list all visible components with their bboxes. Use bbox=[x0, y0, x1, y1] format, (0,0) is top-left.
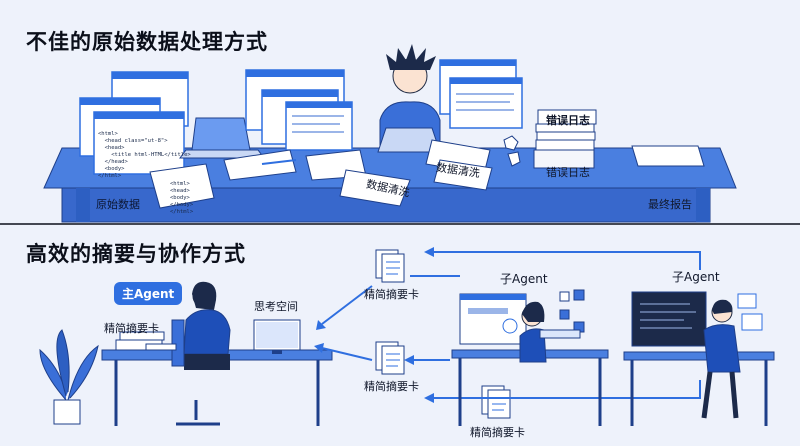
raw-data-label: 原始数据 bbox=[96, 198, 140, 211]
summary-card-stack bbox=[115, 331, 177, 351]
browser-windows-center bbox=[245, 69, 353, 151]
code-line: <head class="ut-8"> bbox=[98, 138, 168, 144]
sub-agent-left-label: 子Agent bbox=[500, 272, 548, 286]
potted-plant bbox=[39, 329, 99, 425]
summary-doc-icon-bottom bbox=[481, 385, 511, 419]
sub-agent-left-desk bbox=[451, 289, 609, 426]
summary-card-main-label: 精简摘要卡 bbox=[104, 322, 159, 335]
browser-windows-left bbox=[79, 71, 189, 175]
code-line: <body> bbox=[170, 195, 190, 201]
code-line: <title html-HTML</title> bbox=[98, 152, 191, 158]
summary-card-top-label: 精简摘要卡 bbox=[364, 288, 419, 301]
summary-card-bottom-label: 精简摘要卡 bbox=[470, 426, 525, 439]
error-log-stack bbox=[533, 109, 597, 169]
final-report-paper bbox=[631, 145, 705, 167]
stressed-person bbox=[377, 44, 441, 153]
small-note-snippet: <html> <head> <body> </body> </html> bbox=[170, 174, 193, 216]
code-line: <head> bbox=[98, 145, 125, 151]
html-code-snippet: <html> <head class="ut-8"> <head> <title… bbox=[98, 124, 191, 180]
main-agent-person bbox=[171, 281, 231, 426]
error-log-stack-label: 错误日志 bbox=[546, 114, 590, 127]
bottom-section-title: 高效的摘要与协作方式 bbox=[26, 242, 246, 266]
main-monitor bbox=[253, 319, 301, 354]
code-line: </body> bbox=[170, 202, 194, 208]
code-line: <html> bbox=[98, 131, 118, 137]
code-line: </html> bbox=[170, 209, 194, 215]
code-line: <body> bbox=[98, 166, 125, 172]
browser-windows-right bbox=[439, 59, 523, 129]
summary-card-mid-label: 精简摘要卡 bbox=[364, 380, 419, 393]
final-report-label: 最终报告 bbox=[648, 198, 692, 211]
top-section-title: 不佳的原始数据处理方式 bbox=[26, 30, 268, 54]
scattered-papers bbox=[149, 135, 521, 209]
thinking-space-label: 思考空间 bbox=[254, 300, 298, 313]
sub-agent-right-desk bbox=[623, 291, 775, 426]
main-agent-badge: 主Agent bbox=[114, 282, 183, 305]
summary-doc-icon-mid bbox=[375, 341, 405, 375]
code-line: <html> bbox=[170, 181, 190, 187]
code-line: </html> bbox=[98, 173, 122, 179]
summary-doc-icon-top bbox=[375, 249, 405, 283]
code-line: <head> bbox=[170, 188, 190, 194]
flow-arrows bbox=[314, 247, 701, 403]
code-line: </head> bbox=[98, 159, 128, 165]
sub-agent-right-label: 子Agent bbox=[672, 270, 720, 284]
error-log-label: 错误日志 bbox=[546, 166, 590, 179]
